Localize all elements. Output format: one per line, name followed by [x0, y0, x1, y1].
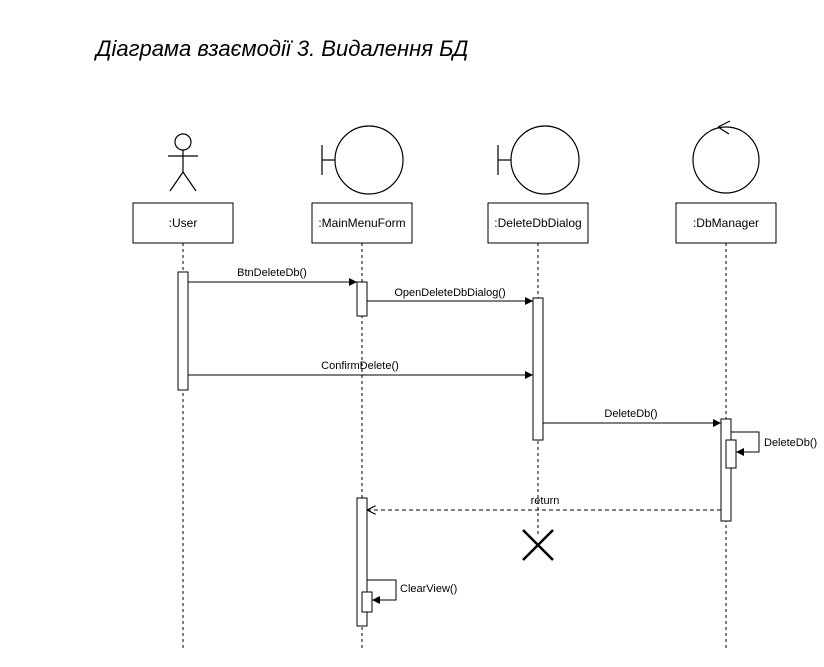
activation-bar-main [356, 281, 368, 317]
participant-box-main: :MainMenuForm [311, 202, 413, 244]
activation-bar-user [177, 271, 189, 391]
activation-bar-dlg [532, 297, 544, 441]
message-label: ClearView() [400, 583, 457, 595]
actor-icon [168, 133, 198, 192]
message-label: ConfirmDelete() [321, 360, 399, 372]
diagram-title: Діаграма взаємодії 3. Видалення БД [93, 36, 468, 61]
participant-box-mgr: :DbManager [675, 202, 777, 244]
activation-bar-main-2 [356, 497, 368, 627]
boundary-icon [321, 125, 404, 195]
message-arrow: DeleteDb() [543, 408, 721, 427]
return-message-arrow: return [367, 495, 721, 510]
self-message-arrow: DeleteDb() [731, 431, 817, 456]
participant-label: :DbManager [693, 216, 759, 230]
activation-bar-main-nested [361, 591, 373, 613]
message-label: BtnDeleteDb() [237, 267, 307, 279]
boundary-icon [497, 125, 580, 195]
self-message-arrow: ClearView() [367, 579, 457, 604]
message-label: DeleteDb() [604, 408, 657, 420]
message-arrow: BtnDeleteDb() [188, 267, 357, 286]
destroy-x-icon [522, 529, 554, 561]
message-arrow: OpenDeleteDbDialog() [367, 287, 533, 305]
activation-bar-mgr-nested [725, 439, 737, 469]
message-label: return [531, 495, 560, 507]
participant-label: :DeleteDbDialog [494, 216, 581, 230]
participant-box-user: :User [132, 202, 234, 244]
message-label: OpenDeleteDbDialog() [394, 287, 505, 299]
participant-box-dlg: :DeleteDbDialog [487, 202, 589, 244]
participant-label: :User [169, 216, 198, 230]
message-arrow: ConfirmDelete() [188, 360, 533, 379]
control-icon [692, 120, 760, 194]
message-label: DeleteDb() [764, 437, 817, 449]
activation-bar-mgr [720, 418, 732, 522]
participant-label: :MainMenuForm [318, 216, 405, 230]
